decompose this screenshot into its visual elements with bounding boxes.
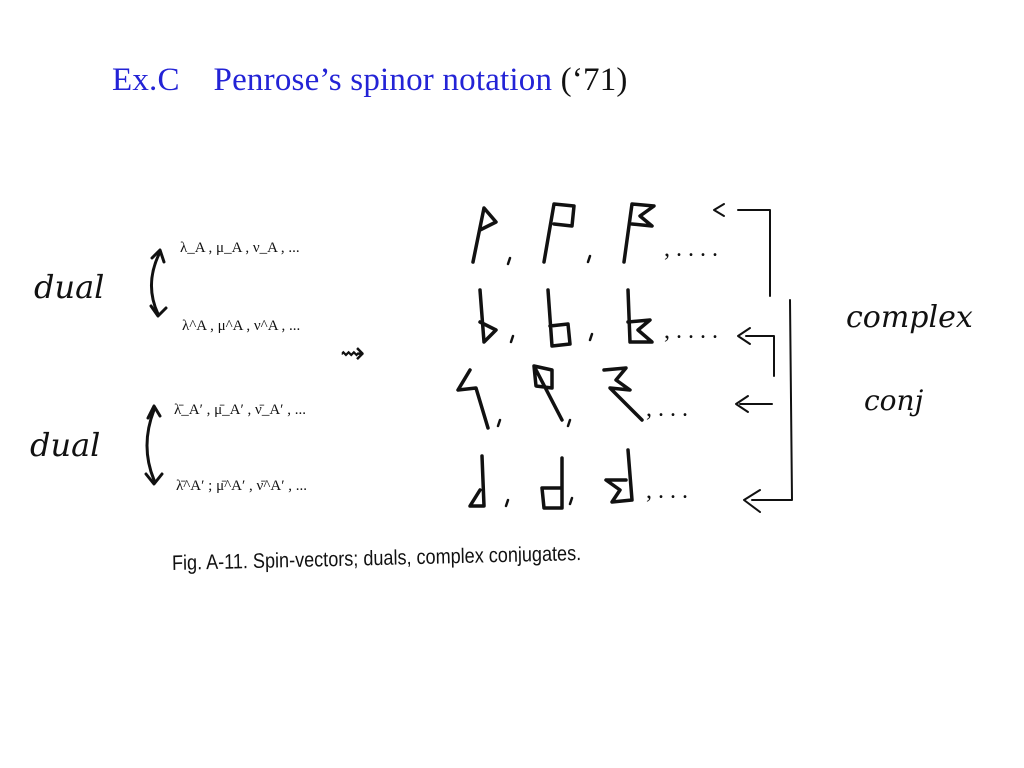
flag-row-3	[456, 364, 644, 430]
flag-row-1-suffix: , . . . .	[664, 236, 718, 262]
dual-label-lower: dual	[30, 426, 101, 464]
spinor-row-lower-index: λ_A , μ_A , ν_A , ...	[180, 240, 300, 256]
title-year: (‘71)	[560, 62, 628, 98]
flag-row-3-suffix: , . . .	[646, 396, 688, 422]
flag-row-4	[468, 448, 634, 510]
title-prefix: Ex.C	[112, 62, 180, 98]
squiggle-arrow-icon: ⇝	[340, 337, 366, 370]
complex-label: complex	[846, 300, 973, 335]
flag-row-1	[471, 202, 656, 266]
spinor-row-conj-lower-index: λ̄_A′ , μ̄_A′ , ν̄_A′ , ...	[174, 402, 306, 418]
flag-row-4-suffix: , . . .	[646, 478, 688, 504]
title-main: Penrose’s spinor notation	[213, 62, 553, 98]
spinor-row-conj-upper-index: λ̄^A′ ; μ̄^A′ , ν̄^A′ , ...	[176, 478, 307, 494]
slide-title: Ex.C Penrose’s spinor notation (‘71)	[112, 62, 628, 99]
dual-arrow-lower-icon	[145, 408, 156, 482]
conj-bracket-outer	[713, 203, 793, 513]
flag-row-2-suffix: , . . . .	[664, 318, 718, 344]
spinor-row-upper-index: λ^A , μ^A , ν^A , ...	[182, 318, 301, 334]
flag-row-2	[478, 288, 654, 348]
dual-arrow-upper-icon	[149, 250, 162, 316]
dual-label-upper: dual	[34, 268, 105, 306]
conj-label: conj	[864, 384, 924, 417]
